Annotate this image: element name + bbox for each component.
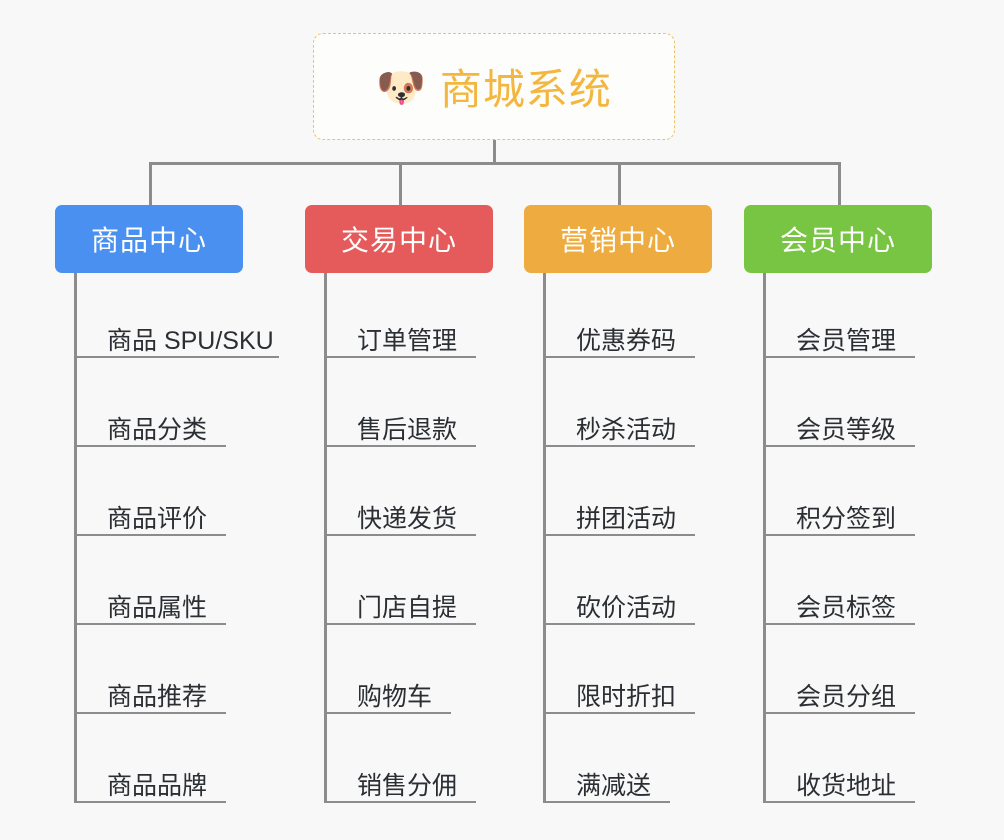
leaf-item[interactable]: 销售分佣 <box>324 714 476 803</box>
leaf-item[interactable]: 商品品牌 <box>74 714 226 803</box>
leaf-item[interactable]: 满减送 <box>543 714 670 803</box>
leaf-item[interactable]: 门店自提 <box>324 536 476 625</box>
leaf-item-label: 秒杀活动 <box>576 416 677 445</box>
leaf-item-label: 订单管理 <box>357 327 458 356</box>
leaf-item[interactable]: 会员分组 <box>763 625 915 714</box>
leaf-item[interactable]: 会员管理 <box>763 269 915 358</box>
category-box[interactable]: 商品中心 <box>55 205 243 273</box>
leaf-item[interactable]: 收货地址 <box>763 714 915 803</box>
leaf-item-label: 商品品牌 <box>107 772 208 801</box>
leaf-item-label: 限时折扣 <box>576 683 677 712</box>
category-box[interactable]: 会员中心 <box>744 205 932 273</box>
leaf-item-label: 会员分组 <box>796 683 897 712</box>
leaf-item-label: 会员管理 <box>796 327 897 356</box>
leaf-item[interactable]: 会员标签 <box>763 536 915 625</box>
shiba-dog-face-icon: 🐶 <box>376 65 426 110</box>
branch-drop-connector-1 <box>149 162 152 207</box>
leaf-item[interactable]: 商品 SPU/SKU <box>74 269 279 358</box>
leaf-item[interactable]: 积分签到 <box>763 447 915 536</box>
branch-trunk-line <box>543 273 546 803</box>
leaf-item[interactable]: 商品推荐 <box>74 625 226 714</box>
branch-trunk-line <box>74 273 77 803</box>
root-node[interactable]: 🐶 商城系统 <box>313 33 675 140</box>
leaf-item-label: 销售分佣 <box>357 772 458 801</box>
leaf-item-label: 会员标签 <box>796 594 897 623</box>
leaf-item-label: 收货地址 <box>796 772 897 801</box>
leaf-item[interactable]: 砍价活动 <box>543 536 695 625</box>
branch-drop-connector-3 <box>618 162 621 207</box>
leaf-item-label: 门店自提 <box>357 594 458 623</box>
leaf-item-label: 商品分类 <box>107 416 208 445</box>
leaf-item[interactable]: 限时折扣 <box>543 625 695 714</box>
leaf-item-label: 优惠券码 <box>576 327 677 356</box>
leaf-item-label: 售后退款 <box>357 416 458 445</box>
leaf-item[interactable]: 商品分类 <box>74 358 226 447</box>
category-box[interactable]: 交易中心 <box>305 205 493 273</box>
leaf-item[interactable]: 秒杀活动 <box>543 358 695 447</box>
branch-trunk-line <box>763 273 766 803</box>
leaf-item-label: 商品评价 <box>107 505 208 534</box>
leaf-item-label: 积分签到 <box>796 505 897 534</box>
bus-connector <box>149 162 841 165</box>
branch-drop-connector-2 <box>399 162 402 207</box>
leaf-item-label: 拼团活动 <box>576 505 677 534</box>
category-label: 营销中心 <box>559 225 676 256</box>
leaf-item[interactable]: 优惠券码 <box>543 269 695 358</box>
category-box[interactable]: 营销中心 <box>524 205 712 273</box>
leaf-item[interactable]: 购物车 <box>324 625 451 714</box>
leaf-item[interactable]: 订单管理 <box>324 269 476 358</box>
leaf-item[interactable]: 商品评价 <box>74 447 226 536</box>
leaf-item-label: 会员等级 <box>796 416 897 445</box>
leaf-item-label: 满减送 <box>576 772 652 801</box>
root-title: 商城系统 <box>439 66 612 113</box>
category-label: 会员中心 <box>779 225 896 256</box>
leaf-item[interactable]: 拼团活动 <box>543 447 695 536</box>
leaf-item[interactable]: 会员等级 <box>763 358 915 447</box>
leaf-item-label: 商品 SPU/SKU <box>107 327 274 356</box>
leaf-item-label: 商品属性 <box>107 594 208 623</box>
leaf-item-label: 购物车 <box>357 683 433 712</box>
category-label: 商品中心 <box>90 225 207 256</box>
leaf-item[interactable]: 售后退款 <box>324 358 476 447</box>
branch-trunk-line <box>324 273 327 803</box>
leaf-item-label: 砍价活动 <box>576 594 677 623</box>
branch-drop-connector-4 <box>838 162 841 207</box>
leaf-item-label: 商品推荐 <box>107 683 208 712</box>
leaf-item[interactable]: 快递发货 <box>324 447 476 536</box>
leaf-item[interactable]: 商品属性 <box>74 536 226 625</box>
root-stem-connector <box>493 140 496 164</box>
category-label: 交易中心 <box>340 225 457 256</box>
leaf-item-label: 快递发货 <box>357 505 458 534</box>
